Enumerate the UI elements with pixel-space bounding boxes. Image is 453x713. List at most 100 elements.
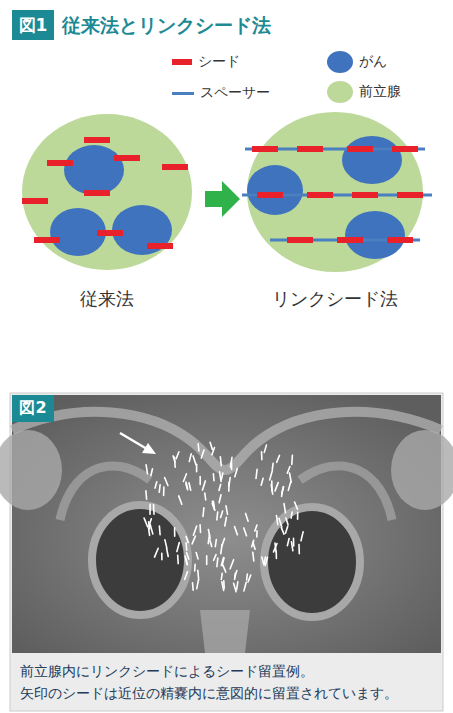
seed-mark [248, 575, 251, 582]
seed-mark [277, 455, 280, 462]
seed-mark [221, 473, 223, 480]
seed-mark [293, 538, 295, 546]
method-label: 従来法 [80, 287, 134, 311]
legend-swatch [172, 59, 192, 65]
seed-mark [202, 508, 204, 517]
seed-mark [174, 528, 176, 537]
seed-mark [225, 517, 227, 526]
seed-mark [230, 560, 234, 569]
seed-mark [234, 583, 237, 591]
seed-mark [256, 469, 257, 478]
seed-mark [153, 505, 155, 515]
seed-mark [186, 559, 187, 565]
seed-mark [223, 565, 226, 572]
seed-mark [145, 491, 147, 499]
seed-mark [186, 482, 188, 488]
seed-mark [192, 583, 194, 591]
seed-mark [244, 528, 247, 536]
seed-mark [271, 463, 273, 469]
seed-mark [201, 450, 204, 458]
seed-mark [165, 478, 168, 486]
seed-mark [193, 456, 196, 465]
seed-mark [197, 570, 199, 580]
seed-mark [183, 474, 186, 482]
seed-mark [185, 572, 188, 580]
seed-mark [291, 455, 293, 464]
seed-mark [297, 512, 299, 519]
seed-mark [208, 530, 210, 539]
seed-mark [215, 540, 216, 547]
seed-mark [279, 519, 282, 527]
seed-mark [287, 539, 289, 546]
transition-arrow [205, 181, 240, 217]
seed-mark [228, 482, 230, 491]
seed-mark [275, 551, 277, 559]
xray-image [0, 395, 453, 653]
seed-mark [261, 478, 263, 485]
seed-mark [271, 485, 273, 495]
legend-text: がん [359, 53, 387, 71]
seed-mark [221, 558, 223, 566]
seed-mark [256, 531, 258, 537]
seed-mark [246, 513, 249, 521]
seed-mark [216, 558, 219, 567]
seed-mark [187, 553, 189, 559]
seed-mark [204, 493, 206, 500]
seed-mark [161, 553, 163, 560]
legend-text: 前立腺 [359, 83, 401, 101]
seed-mark [223, 581, 225, 589]
seed-mark [193, 526, 196, 535]
seed-mark [222, 582, 224, 591]
seed-mark [189, 483, 191, 490]
seed-mark [185, 556, 187, 564]
figure-badge: 図1 [12, 10, 54, 40]
seed-mark [220, 457, 221, 466]
seed-mark [177, 543, 179, 552]
seed-mark [253, 552, 254, 561]
method-label: リンクシード法 [272, 287, 398, 311]
seed-mark [298, 545, 300, 554]
seed-mark [237, 582, 238, 590]
seed-mark [185, 543, 187, 551]
seed-mark [159, 526, 161, 535]
seed-mark [286, 518, 288, 525]
seed-mark [210, 442, 212, 449]
seed-mark [244, 582, 246, 591]
seed-mark [235, 527, 238, 535]
seed-mark [189, 454, 191, 462]
figure-title: 従来法とリンクシード法 [62, 13, 271, 39]
seed-mark [281, 527, 284, 534]
conventional-figure [22, 114, 192, 270]
seed-mark [197, 444, 199, 451]
figure-panel [10, 393, 443, 711]
seed-mark [264, 445, 266, 452]
seed-mark [149, 504, 151, 514]
seed-mark [213, 474, 215, 481]
seed-mark [290, 473, 292, 482]
linkseed-figure [242, 112, 432, 272]
seed-mark [146, 465, 147, 474]
legend-swatch [172, 92, 194, 95]
seed-mark [287, 467, 290, 474]
seed-mark [235, 571, 237, 578]
seed-mark [197, 580, 199, 588]
seed-mark [291, 512, 292, 518]
seed-mark [199, 477, 201, 485]
seed-mark [199, 525, 201, 533]
seed-mark [167, 548, 169, 556]
badge-text: 図2 [19, 398, 46, 419]
seed-mark [235, 468, 238, 476]
seed-mark [155, 548, 159, 557]
seed-mark [192, 536, 195, 544]
seed-mark [255, 525, 257, 531]
seed-mark [212, 501, 214, 510]
seed-mark [288, 482, 290, 490]
seed-mark [219, 484, 221, 490]
seed-mark [261, 452, 263, 460]
seed-mark [216, 512, 218, 520]
seed-mark [177, 555, 179, 563]
seed-mark [219, 495, 221, 503]
seed-mark [151, 469, 153, 476]
